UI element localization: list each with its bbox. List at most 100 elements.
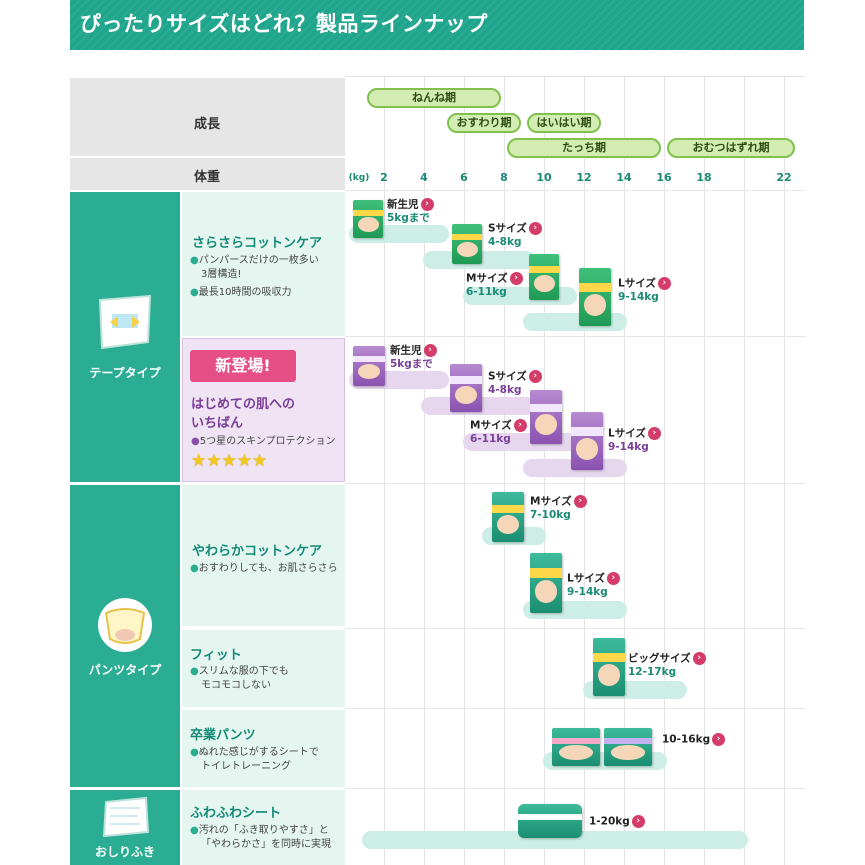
growth-pill-nenne: ねんね期: [367, 88, 501, 108]
five-star-rating: ★★★★★: [191, 451, 268, 471]
size-sotsugyo[interactable]: 10-16kg›: [662, 733, 726, 747]
product-cell-yawaraka[interactable]: やわらかコットンケア ●おすわりしても、お肌さらさら: [182, 485, 345, 626]
product-package-image[interactable]: [552, 728, 600, 766]
product-package-image[interactable]: [579, 268, 611, 326]
grid-line: [424, 76, 425, 865]
product-package-image[interactable]: [450, 364, 482, 412]
product-package-image[interactable]: [529, 254, 559, 300]
row-divider: [345, 336, 805, 337]
row-divider: [345, 483, 805, 484]
size-m-yawaraka[interactable]: Mサイズ› 7-10kg: [530, 495, 587, 522]
size-fuwafuwa[interactable]: 1-20kg›: [589, 815, 645, 829]
arrow-right-icon: ›: [606, 572, 620, 585]
grid-line: [464, 76, 465, 865]
arrow-right-icon: ›: [657, 277, 671, 290]
arrow-right-icon: ›: [647, 427, 661, 440]
grid-top-line: [345, 76, 805, 77]
arrow-right-icon: ›: [712, 733, 726, 746]
feature-text: ●汚れの「ふき取りやすさ」と 「やわらかさ」を同時に実現: [190, 825, 331, 850]
product-package-image[interactable]: [530, 553, 562, 613]
arrow-right-icon: ›: [509, 272, 523, 285]
growth-pill-omutsu-hazure: おむつはずれ期: [667, 138, 795, 158]
axis-tick: 8: [500, 171, 508, 184]
feature-text: ●5つ星のスキンプロテクション: [191, 436, 336, 447]
arrow-right-icon: ›: [631, 815, 645, 828]
product-package-image[interactable]: [353, 346, 385, 386]
tape-diaper-icon: [92, 292, 158, 352]
growth-pill-osuwari: おすわり期: [447, 113, 521, 133]
arrow-right-icon: ›: [528, 222, 542, 235]
product-cell-sarasara[interactable]: さらさらコットンケア ●パンパースだけの一枚多い 3層構造! ●最長10時間の吸…: [182, 192, 345, 336]
feature-text: ●おすわりしても、お肌さらさら: [190, 563, 338, 574]
row-divider: [345, 708, 805, 709]
page-title: ぴったりサイズはどれ？製品ラインナップ: [80, 12, 488, 36]
category-pants: パンツタイプ: [70, 485, 180, 787]
category-wipes: おしりふき: [70, 790, 180, 865]
product-cell-fuwafuwa[interactable]: ふわふわシート ●汚れの「ふき取りやすさ」と 「やわらかさ」を同時に実現: [182, 790, 345, 865]
product-package-image[interactable]: [353, 200, 383, 238]
arrow-right-icon: ›: [513, 419, 527, 432]
product-package-image[interactable]: [452, 224, 482, 264]
size-s-sarasara[interactable]: Sサイズ› 4-8kg: [488, 222, 542, 249]
product-package-image[interactable]: [530, 390, 562, 444]
axis-tick: 22: [776, 171, 792, 184]
category-tape: テープタイプ: [70, 192, 180, 482]
wipes-icon: [100, 796, 152, 838]
size-range-bar: [523, 313, 627, 331]
size-newborn-hajimete[interactable]: 新生児› 5kgまで: [390, 344, 437, 371]
size-l-sarasara[interactable]: Lサイズ› 9-14kg: [618, 277, 671, 304]
grid-line: [504, 76, 505, 865]
feature-text: ●パンパースだけの一枚多い 3層構造! ●最長10時間の吸収力: [190, 255, 319, 298]
size-big-fit[interactable]: ビッグサイズ› 12-17kg: [628, 652, 706, 679]
arrow-right-icon: ›: [573, 495, 587, 508]
arrow-right-icon: ›: [423, 344, 437, 357]
axis-tick: 6: [460, 171, 468, 184]
grid-line: [704, 76, 705, 865]
product-package-image[interactable]: [492, 492, 524, 542]
size-newborn-sarasara[interactable]: 新生児› 5kgまで: [387, 198, 434, 225]
axis-tick: 12: [576, 171, 592, 184]
arrow-right-icon: ›: [692, 652, 706, 665]
grid-line: [664, 76, 665, 865]
size-m-hajimete[interactable]: Mサイズ› 6-11kg: [470, 419, 527, 446]
product-name-sarasara[interactable]: さらさらコットンケア: [192, 236, 323, 251]
weight-header-label: 体重: [194, 170, 221, 185]
growth-pill-tacchi: たっち期: [507, 138, 661, 158]
product-name-hajimete[interactable]: はじめての肌への いちばん: [191, 397, 296, 431]
size-s-hajimete[interactable]: Sサイズ› 4-8kg: [488, 370, 542, 397]
size-range-bar: [362, 831, 748, 849]
grid-line: [744, 76, 745, 865]
page-header: ぴったりサイズはどれ？製品ラインナップ: [70, 0, 804, 50]
arrow-right-icon: ›: [420, 198, 434, 211]
row-divider: [345, 628, 805, 629]
category-tape-label: テープタイプ: [89, 366, 161, 380]
product-package-image[interactable]: [593, 638, 625, 696]
axis-tick: 16: [656, 171, 672, 184]
product-cell-fit[interactable]: フィット ●スリムな服の下でも モコモコしない: [182, 630, 345, 707]
growth-header-label: 成長: [194, 117, 221, 132]
category-wipes-label: おしりふき: [94, 845, 155, 859]
product-package-image[interactable]: [571, 412, 603, 470]
new-badge: 新登場!: [190, 350, 296, 382]
product-name-fuwafuwa[interactable]: ふわふわシート: [190, 806, 282, 821]
row-divider: [345, 190, 805, 191]
product-name-sotsugyo[interactable]: 卒業パンツ: [190, 728, 256, 743]
size-l-hajimete[interactable]: Lサイズ› 9-14kg: [608, 427, 661, 454]
size-m-sarasara[interactable]: Mサイズ› 6-11kg: [466, 272, 523, 299]
product-name-fit[interactable]: フィット: [190, 648, 242, 663]
product-name-yawaraka[interactable]: やわらかコットンケア: [192, 544, 323, 559]
category-pants-label: パンツタイプ: [88, 663, 162, 677]
grid-line: [784, 76, 785, 865]
product-package-image[interactable]: [518, 804, 582, 838]
size-l-yawaraka[interactable]: Lサイズ› 9-14kg: [567, 572, 620, 599]
row-divider: [345, 788, 805, 789]
growth-header-cell: 成長: [70, 78, 345, 156]
axis-unit: (kg): [348, 173, 370, 183]
growth-pill-haihai: はいはい期: [527, 113, 601, 133]
grid-line: [384, 76, 385, 865]
axis-tick: 2: [380, 171, 388, 184]
product-package-image[interactable]: [604, 728, 652, 766]
product-cell-sotsugyo[interactable]: 卒業パンツ ●ぬれた感じがするシートで トイレトレーニング: [182, 710, 345, 787]
axis-tick: 14: [616, 171, 632, 184]
feature-text: ●ぬれた感じがするシートで トイレトレーニング: [190, 747, 319, 772]
